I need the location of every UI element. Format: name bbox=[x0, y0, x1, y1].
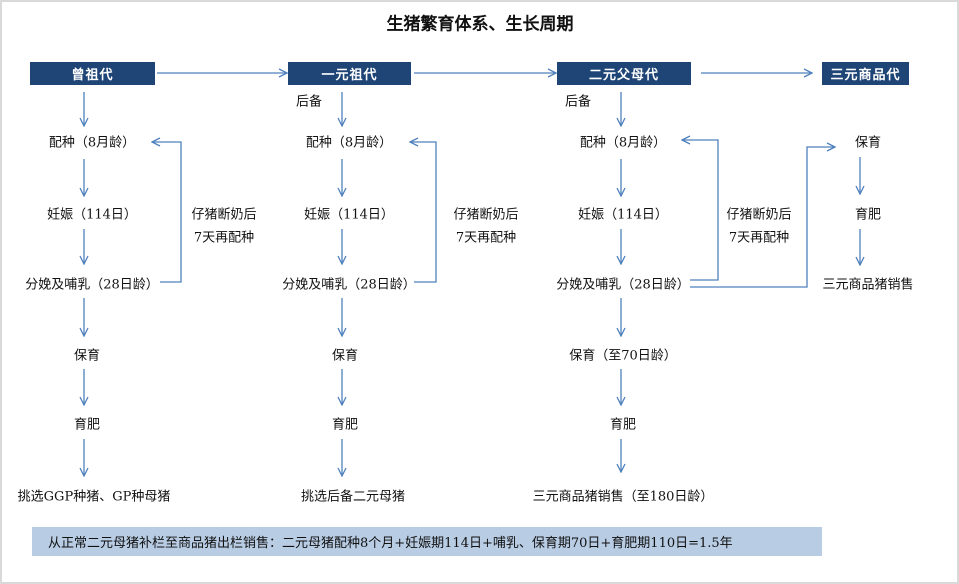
col2-breeding: 配种（8月龄） bbox=[305, 135, 393, 151]
col4-nursery: 保育 bbox=[854, 135, 882, 151]
col1-gestation: 妊娠（114日） bbox=[47, 207, 137, 223]
col2-finishing: 育肥 bbox=[331, 417, 359, 433]
col3-gestation: 妊娠（114日） bbox=[578, 207, 668, 223]
col3-finishing: 育肥 bbox=[609, 417, 637, 433]
reserve-label: 后备 bbox=[564, 94, 592, 110]
generation-ps: 二元父母代 bbox=[557, 62, 691, 85]
col1-finishing: 育肥 bbox=[73, 417, 101, 433]
col1-farrowing: 分娩及哺乳（28日龄） bbox=[25, 277, 159, 293]
col4-finishing: 育肥 bbox=[854, 207, 882, 223]
col4-sale: 三元商品猪销售 bbox=[822, 277, 914, 293]
col2-farrowing: 分娩及哺乳（28日龄） bbox=[282, 277, 416, 293]
col2-selection: 挑选后备二元母猪 bbox=[300, 489, 406, 505]
rebreed-label-1: 仔猪断奶后 bbox=[191, 207, 257, 223]
rebreed-label-2: 7天再配种 bbox=[193, 230, 255, 246]
col3-sale: 三元商品猪销售（至180日龄） bbox=[532, 489, 714, 505]
col2-gestation: 妊娠（114日） bbox=[304, 207, 394, 223]
diagram-title: 生猪繁育体系、生长周期 bbox=[386, 14, 574, 35]
col1-breeding: 配种（8月龄） bbox=[48, 135, 136, 151]
rebreed-label-1: 仔猪断奶后 bbox=[726, 207, 792, 223]
rebreed-label-2: 7天再配种 bbox=[728, 230, 790, 246]
col3-nursery: 保育（至70日龄） bbox=[569, 348, 677, 364]
reserve-label: 后备 bbox=[295, 94, 323, 110]
col3-breeding: 配种（8月龄） bbox=[579, 135, 667, 151]
col2-nursery: 保育 bbox=[331, 348, 359, 364]
rebreed-label-1: 仔猪断奶后 bbox=[453, 207, 519, 223]
generation-gp: 一元祖代 bbox=[288, 62, 411, 85]
col3-farrowing: 分娩及哺乳（28日龄） bbox=[556, 277, 690, 293]
generation-commercial: 三元商品代 bbox=[822, 62, 909, 85]
rebreed-label-2: 7天再配种 bbox=[455, 230, 517, 246]
col1-nursery: 保育 bbox=[73, 348, 101, 364]
col1-selection: 挑选GGP种猪、GP种母猪 bbox=[17, 489, 171, 505]
cycle-summary: 从正常二元母猪补栏至商品猪出栏销售：二元母猪配种8个月+妊娠期114日+哺乳、保… bbox=[32, 527, 822, 556]
generation-ggp: 曾祖代 bbox=[30, 62, 155, 85]
